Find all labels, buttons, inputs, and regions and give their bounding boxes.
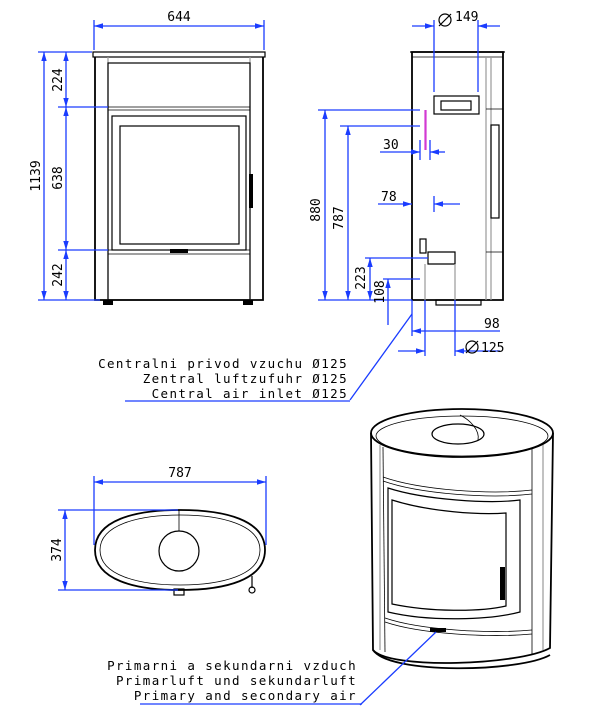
perspective-glass-window — [391, 499, 507, 611]
door-handle-icon — [249, 174, 253, 208]
perspective-body-outline — [370, 432, 554, 664]
air-inlet-stub — [427, 251, 456, 265]
dim-side-108: 108 — [373, 280, 388, 303]
top-flue-opening — [158, 530, 200, 572]
dim-front-top-section: 224 — [51, 68, 66, 92]
dim-front-width: 644 — [167, 10, 191, 25]
top-view-outline — [94, 509, 266, 591]
side-view: 149 880 787 30 78 223 108 98 — [309, 10, 505, 401]
central-air-callout: Centralni privod vzuchu Ø125 Zentral luf… — [98, 356, 350, 402]
central-air-label-de: Zentral luftzufuhr Ø125 — [143, 371, 348, 386]
perspective-door-handle-icon — [500, 567, 505, 600]
central-air-label-en: Central air inlet Ø125 — [152, 386, 348, 401]
front-top-plate — [92, 51, 266, 58]
dim-side-787: 787 — [332, 206, 347, 229]
side-door-hinge — [490, 124, 500, 219]
dim-front-window-section: 638 — [51, 166, 66, 189]
dim-top-width: 787 — [168, 466, 191, 481]
dim-side-30: 30 — [383, 138, 399, 153]
ash-grate-lever — [170, 249, 188, 253]
flue-outlet — [433, 95, 480, 115]
front-view: 644 1139 224 638 242 — [29, 10, 266, 305]
central-air-label-cz: Centralni privod vzuchu Ø125 — [98, 356, 348, 371]
dim-side-78: 78 — [381, 190, 397, 205]
dim-front-bottom-section: 242 — [51, 263, 66, 286]
dim-top-depth: 374 — [50, 538, 65, 562]
dim-side-98: 98 — [484, 317, 500, 332]
primary-air-label-en: Primary and secondary air — [134, 688, 357, 703]
dim-front-total-height: 1139 — [29, 160, 44, 191]
front-door-frame — [111, 115, 247, 251]
side-body-outline — [411, 51, 504, 301]
perspective-flue-collar — [431, 423, 485, 445]
front-glass-window — [119, 125, 240, 245]
dim-flue-diameter: 149 — [455, 10, 478, 25]
perspective-view — [359, 408, 554, 706]
dim-inlet-diameter: 125 — [481, 341, 504, 356]
primary-air-callout: Primarni a sekundarni vzduch Primarluft … — [107, 658, 362, 705]
dim-side-223: 223 — [354, 266, 369, 289]
dim-side-880: 880 — [309, 198, 324, 221]
top-view: 787 374 — [50, 466, 267, 596]
primary-air-label-cz: Primarni a sekundarni vzduch — [107, 658, 357, 673]
primary-air-label-de: Primarluft und sekundarluft — [116, 673, 357, 688]
